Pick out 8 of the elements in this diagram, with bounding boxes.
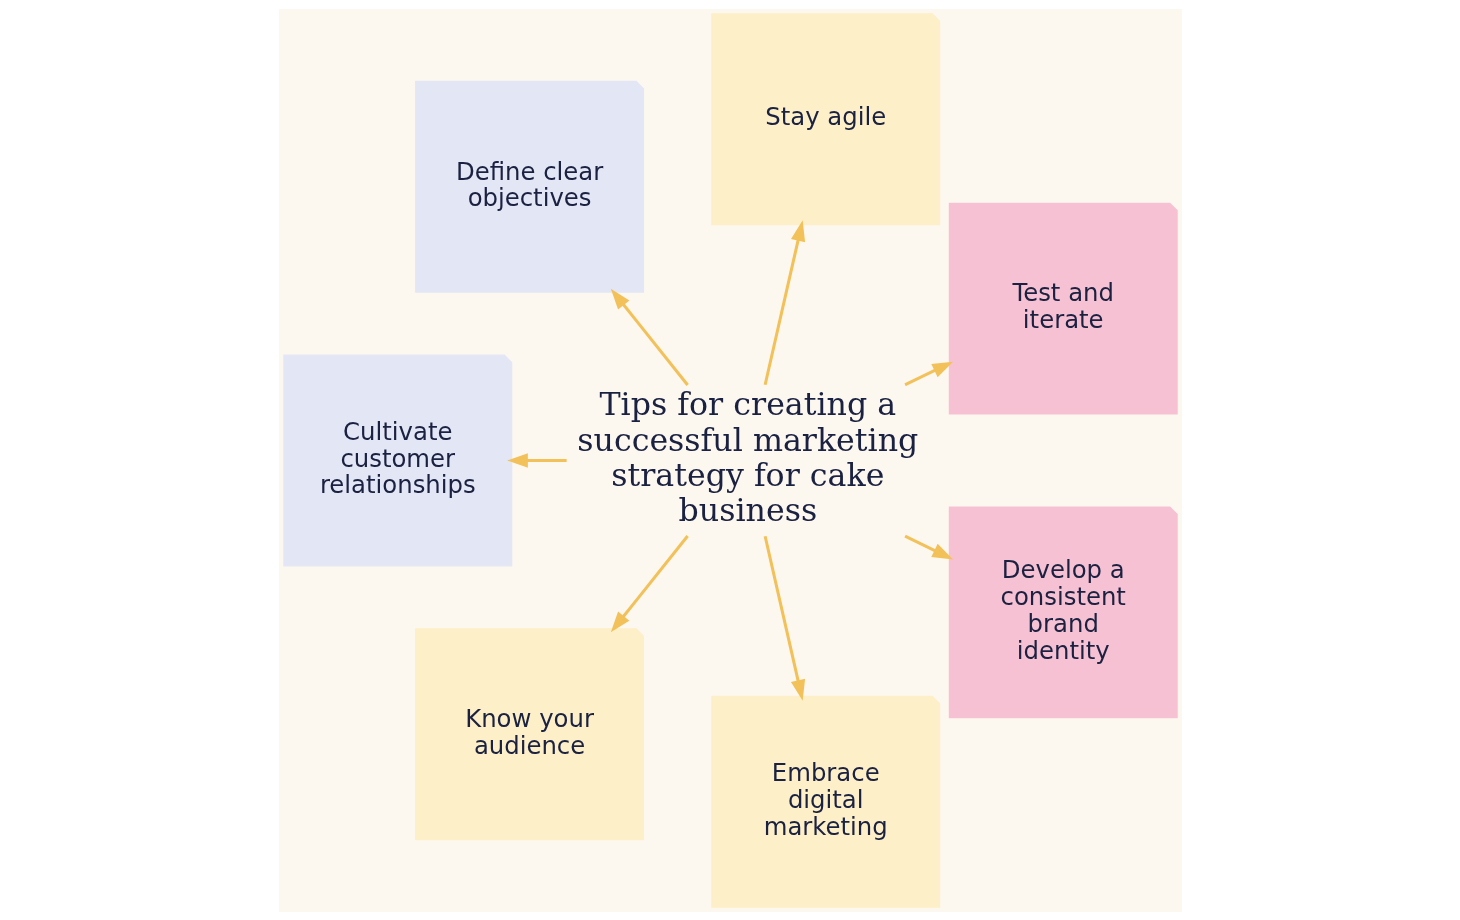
arrow	[903, 361, 953, 386]
arrow	[610, 534, 689, 632]
arrow	[763, 219, 805, 385]
node-text: Tips for creating a successful marketing strategy for cake business	[576, 385, 918, 528]
arrow	[506, 452, 567, 468]
arrow	[610, 288, 689, 386]
arrow	[903, 534, 953, 559]
arrow	[763, 535, 805, 701]
